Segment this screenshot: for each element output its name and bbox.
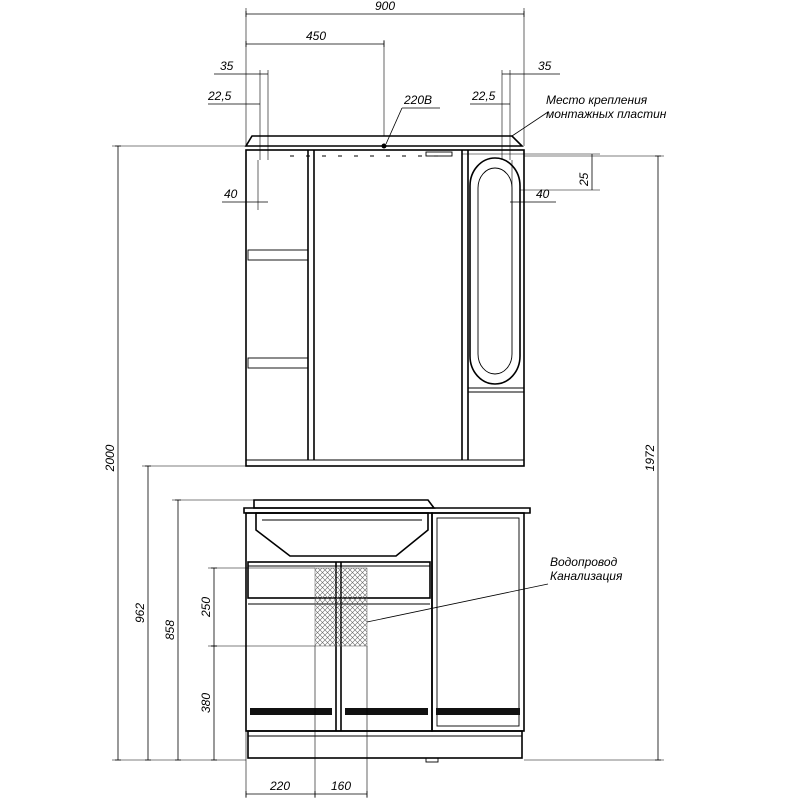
label-220v: 220В xyxy=(403,93,432,107)
dim-962: 962 xyxy=(133,603,147,623)
dim-380: 380 xyxy=(199,693,213,713)
mirror-cabinet xyxy=(244,135,525,467)
dim-22-5-left: 22,5 xyxy=(207,89,232,103)
dim-450: 450 xyxy=(306,29,326,43)
dim-2000: 2000 xyxy=(103,444,117,472)
dimension-lines xyxy=(112,8,664,798)
dim-1972: 1972 xyxy=(643,444,657,471)
label-water-line1: Водопровод xyxy=(550,555,618,569)
dim-35-left: 35 xyxy=(220,59,234,73)
label-mount-line2: монтажных пластин xyxy=(546,107,667,121)
dim-40-left: 40 xyxy=(224,187,238,201)
label-water-line2: Канализация xyxy=(550,569,623,583)
dim-35-right: 35 xyxy=(538,59,552,73)
dim-250: 250 xyxy=(199,597,213,618)
dim-22-5-right: 22,5 xyxy=(471,89,496,103)
vanity-cabinet xyxy=(243,499,531,763)
dim-858: 858 xyxy=(163,620,177,640)
dim-25: 25 xyxy=(577,172,591,187)
dim-40-right: 40 xyxy=(536,187,550,201)
label-mount-line1: Место крепления xyxy=(546,93,648,107)
dim-900: 900 xyxy=(375,0,395,13)
dim-220: 220 xyxy=(269,779,290,793)
dim-160: 160 xyxy=(331,779,351,793)
dimension-labels: 900 450 35 22,5 35 22,5 40 40 25 220В Ме… xyxy=(103,0,667,793)
